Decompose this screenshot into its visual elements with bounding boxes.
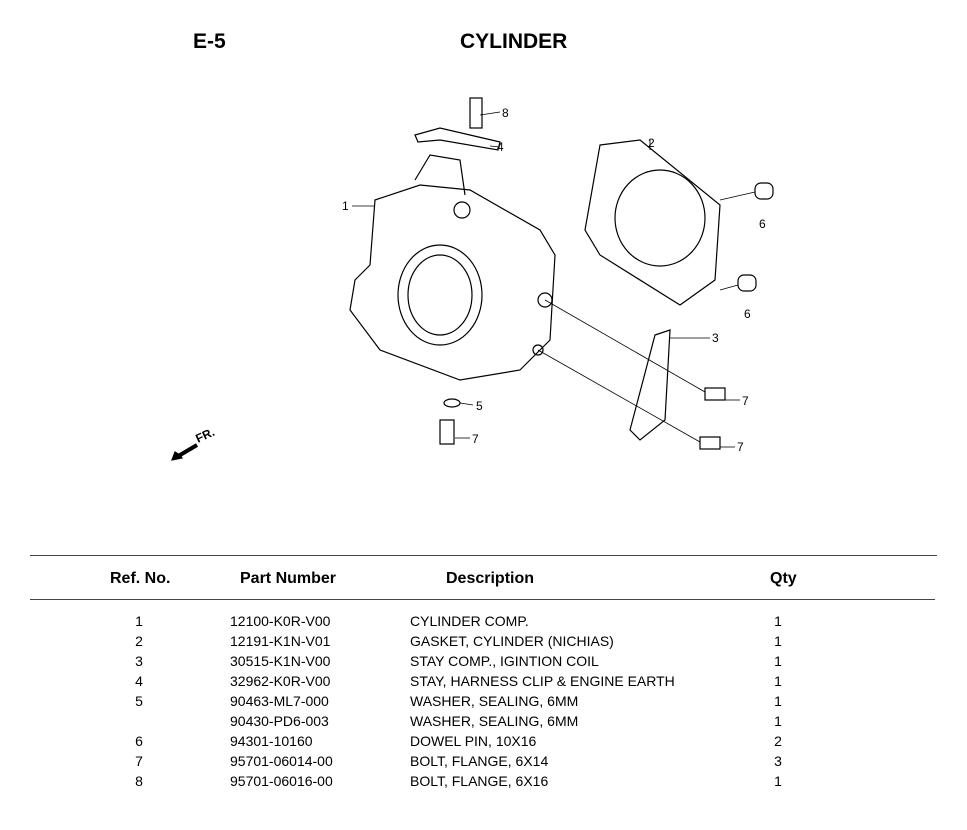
part-number: 94301-10160 <box>230 733 313 749</box>
quantity: 1 <box>774 613 782 629</box>
section-code: E-5 <box>193 30 226 53</box>
quantity: 2 <box>774 733 782 749</box>
part-number: 12100-K0R-V00 <box>230 613 331 629</box>
table-row: 8 95701-06016-00 BOLT, FLANGE, 6X16 1 <box>0 773 967 793</box>
table-header-rule <box>30 599 935 600</box>
stay-bracket <box>414 97 671 441</box>
description: BOLT, FLANGE, 6X14 <box>410 753 549 769</box>
table-row: 5 90463-ML7-000 WASHER, SEALING, 6MM 1 <box>0 693 967 713</box>
table-row: 6 94301-10160 DOWEL PIN, 10X16 2 <box>0 733 967 753</box>
table-row: 7 95701-06014-00 BOLT, FLANGE, 6X14 3 <box>0 753 967 773</box>
ref-no: 3 <box>135 653 143 669</box>
part-number: 95701-06016-00 <box>230 773 333 789</box>
callout-3: 3 <box>712 331 719 345</box>
quantity: 1 <box>774 633 782 649</box>
callout-6a: 6 <box>759 217 766 231</box>
description: WASHER, SEALING, 6MM <box>410 713 579 729</box>
quantity: 1 <box>774 773 782 789</box>
part-number: 90430-PD6-003 <box>230 713 329 729</box>
table-row: 90430-PD6-003 WASHER, SEALING, 6MM 1 <box>0 713 967 733</box>
table-row: 3 30515-K1N-V00 STAY COMP., IGINTION COIL 1 <box>0 653 967 673</box>
quantity: 1 <box>774 673 782 689</box>
quantity: 1 <box>774 713 782 729</box>
description: GASKET, CYLINDER (NICHIAS) <box>410 633 614 649</box>
cylinder-gasket <box>584 139 721 306</box>
front-arrow-icon: FR. <box>171 425 217 461</box>
callout-1: 1 <box>342 199 349 213</box>
part-number: 95701-06014-00 <box>230 753 333 769</box>
callout-6b: 6 <box>744 307 751 321</box>
front-label: FR. <box>193 425 216 446</box>
part-number: 30515-K1N-V00 <box>230 653 331 669</box>
quantity: 3 <box>774 753 782 769</box>
cylinder-block <box>349 154 556 381</box>
col-desc: Description <box>446 570 535 587</box>
table-row: 1 12100-K0R-V00 CYLINDER COMP. 1 <box>0 613 967 633</box>
table-row: 4 32962-K0R-V00 STAY, HARNESS CLIP & ENGIN… <box>0 673 967 693</box>
col-qty: Qty <box>770 570 797 587</box>
table-row: 2 12191-K1N-V01 GASKET, CYLINDER (NICHIAS)… <box>0 633 967 653</box>
ref-no: 1 <box>135 613 143 629</box>
bolts <box>439 387 726 450</box>
ref-no: 4 <box>135 673 143 689</box>
quantity: 1 <box>774 693 782 709</box>
callout-7c: 7 <box>472 432 479 446</box>
leader-lines <box>352 111 756 448</box>
description: STAY, HARNESS CLIP & ENGINE EARTH <box>410 673 675 689</box>
table-top-rule <box>30 555 937 556</box>
dowel-pins <box>737 182 774 292</box>
description: CYLINDER COMP. <box>410 613 529 629</box>
ref-no: 8 <box>135 773 143 789</box>
col-part: Part Number <box>240 570 337 587</box>
part-number: 32962-K0R-V00 <box>230 673 331 689</box>
callout-5: 5 <box>476 399 483 413</box>
description: WASHER, SEALING, 6MM <box>410 693 579 709</box>
ref-no: 5 <box>135 693 143 709</box>
part-number: 90463-ML7-000 <box>230 693 329 709</box>
ref-no: 7 <box>135 753 143 769</box>
exploded-parts-diagram: 1 2 3 4 5 6 6 7 7 7 8 FR. <box>171 97 774 461</box>
ref-no: 6 <box>135 733 143 749</box>
callout-2: 2 <box>648 136 655 150</box>
callout-4: 4 <box>497 140 504 154</box>
page-title: CYLINDER <box>460 30 568 53</box>
col-ref: Ref. No. <box>110 570 171 587</box>
description: STAY COMP., IGINTION COIL <box>410 653 599 669</box>
part-number: 12191-K1N-V01 <box>230 633 331 649</box>
quantity: 1 <box>774 653 782 669</box>
description: BOLT, FLANGE, 6X16 <box>410 773 549 789</box>
ref-no: 2 <box>135 633 143 649</box>
description: DOWEL PIN, 10X16 <box>410 733 537 749</box>
callout-7a: 7 <box>742 394 749 408</box>
callout-8: 8 <box>502 106 509 120</box>
callout-7b: 7 <box>737 440 744 454</box>
